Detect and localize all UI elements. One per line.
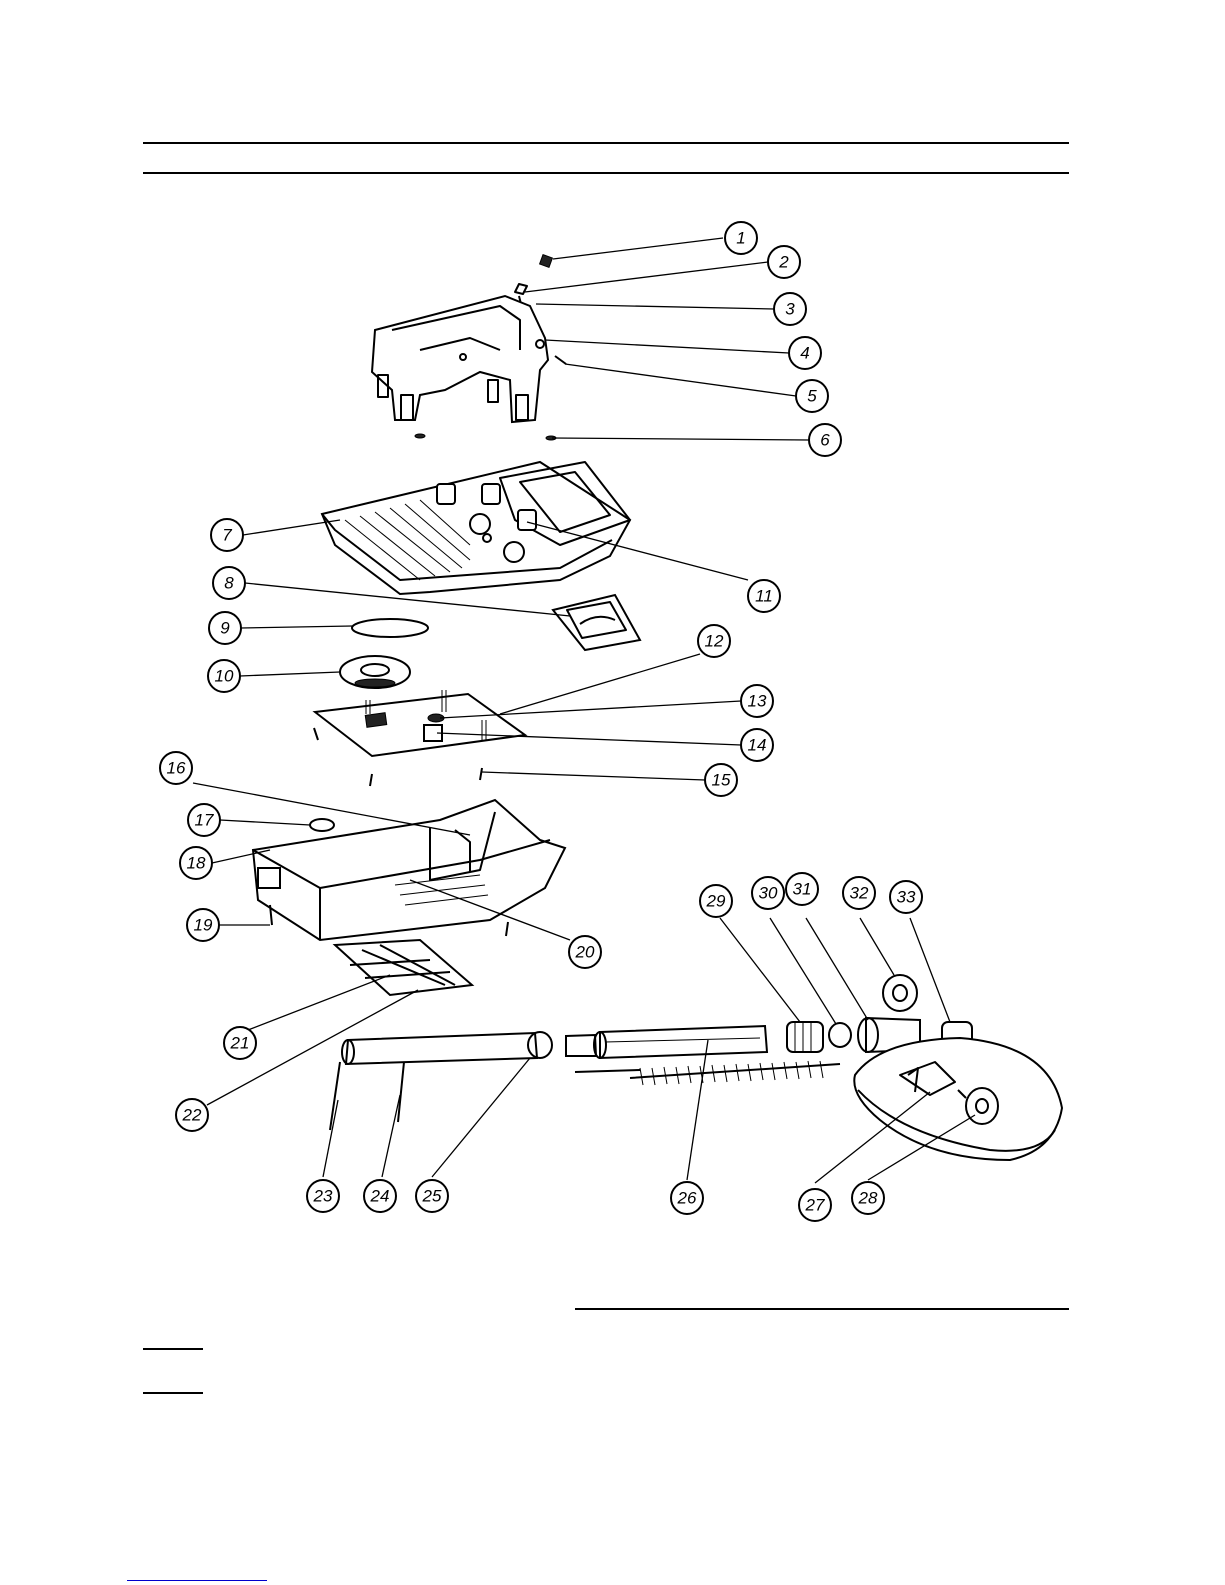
footer-short-rule-1: [143, 1348, 203, 1350]
callout-32: 32: [843, 877, 875, 909]
part-screw-3: [480, 768, 482, 780]
callout-number: 24: [370, 1187, 390, 1206]
part-battery-cover: [335, 940, 472, 995]
callout-number: 26: [677, 1189, 697, 1208]
callout-23: 23: [307, 1180, 339, 1212]
callout-1: 1: [725, 222, 757, 254]
callout-number: 16: [167, 759, 186, 778]
callout-number: 21: [230, 1034, 250, 1053]
callout-11: 11: [748, 580, 780, 612]
callout-19: 19: [187, 909, 219, 941]
callout-number: 8: [224, 574, 234, 593]
part-coil-cable: [575, 1064, 840, 1078]
part-gasket: [352, 619, 428, 637]
callout-17: 17: [188, 804, 220, 836]
callout-number: 11: [755, 587, 773, 606]
callout-number: 4: [800, 344, 809, 363]
part-coil-spring: [640, 1061, 823, 1085]
callout-22: 22: [176, 1099, 208, 1131]
part-ring: [829, 1023, 851, 1047]
footer-short-rule-2: [143, 1392, 203, 1394]
callout-25: 25: [416, 1180, 448, 1212]
callout-number: 23: [313, 1187, 333, 1206]
part-washer: [415, 434, 425, 438]
callout-4: 4: [789, 337, 821, 369]
callout-number: 18: [187, 854, 206, 873]
callout-20: 20: [569, 936, 601, 968]
callout-12: 12: [698, 625, 730, 657]
part-control-panel: [322, 462, 630, 594]
callout-18: 18: [180, 847, 212, 879]
callout-number: 6: [820, 431, 830, 450]
callout-number: 28: [858, 1189, 878, 1208]
callout-number: 17: [195, 811, 214, 830]
callout-number: 13: [748, 692, 767, 711]
part-rod-2: [398, 1062, 404, 1122]
callout-number: 25: [422, 1187, 442, 1206]
callout-24: 24: [364, 1180, 396, 1212]
callout-27: 27: [799, 1189, 831, 1221]
callout-29: 29: [700, 885, 732, 917]
callout-number: 9: [220, 619, 230, 638]
callout-number: 32: [850, 884, 869, 903]
callout-number: 20: [575, 943, 595, 962]
part-search-coil: [854, 1038, 1062, 1160]
callout-number: 3: [785, 300, 795, 319]
part-adjust-knob: [883, 975, 917, 1011]
callout-26: 26: [671, 1182, 703, 1214]
part-meter: [553, 595, 640, 650]
part-rod: [330, 1062, 340, 1130]
callout-10: 10: [208, 660, 240, 692]
callout-number: 5: [807, 387, 817, 406]
callout-number: 27: [805, 1196, 825, 1215]
part-speaker: [340, 656, 410, 688]
callout-number: 30: [759, 884, 778, 903]
callout-21: 21: [224, 1027, 256, 1059]
callout-number: 31: [793, 880, 812, 899]
part-armrest-bracket: [372, 296, 548, 422]
callout-number: 1: [736, 229, 745, 248]
callout-15: 15: [705, 764, 737, 796]
part-battery-housing: [253, 800, 565, 940]
part-clip: [310, 819, 334, 831]
callout-number: 29: [706, 892, 726, 911]
part-upper-tube: [594, 1026, 767, 1058]
callout-number: 7: [222, 526, 232, 545]
part-lower-tube: [342, 1032, 552, 1064]
callout-30: 30: [752, 877, 784, 909]
part-nut: [540, 255, 553, 268]
callout-13: 13: [741, 685, 773, 717]
part-circuit-board: [315, 690, 525, 756]
part-screw-2: [370, 774, 372, 786]
callout-number: 10: [215, 667, 234, 686]
callout-9: 9: [209, 612, 241, 644]
callout-7: 7: [211, 519, 243, 551]
part-pin: [555, 356, 566, 364]
callout-8: 8: [213, 567, 245, 599]
callout-number: 14: [748, 736, 767, 755]
callout-2: 2: [768, 246, 800, 278]
footer-underline-link[interactable]: [127, 1580, 267, 1581]
callout-31: 31: [786, 873, 818, 905]
callout-number: 19: [194, 916, 213, 935]
callout-6: 6: [809, 424, 841, 456]
part-screw-5: [506, 922, 508, 936]
callout-number: 15: [712, 771, 731, 790]
part-coupler: [566, 1035, 596, 1056]
part-screw: [314, 728, 318, 740]
callout-33: 33: [890, 881, 922, 913]
callout-16: 16: [160, 752, 192, 784]
callout-14: 14: [741, 729, 773, 761]
callout-5: 5: [796, 380, 828, 412]
callout-number: 12: [705, 632, 724, 651]
part-collet: [787, 1022, 823, 1052]
callout-28: 28: [852, 1182, 884, 1214]
callout-number: 22: [182, 1106, 202, 1125]
callout-number: 2: [778, 253, 789, 272]
footer-rule: [575, 1308, 1069, 1310]
callout-number: 33: [897, 888, 916, 907]
callout-3: 3: [774, 293, 806, 325]
